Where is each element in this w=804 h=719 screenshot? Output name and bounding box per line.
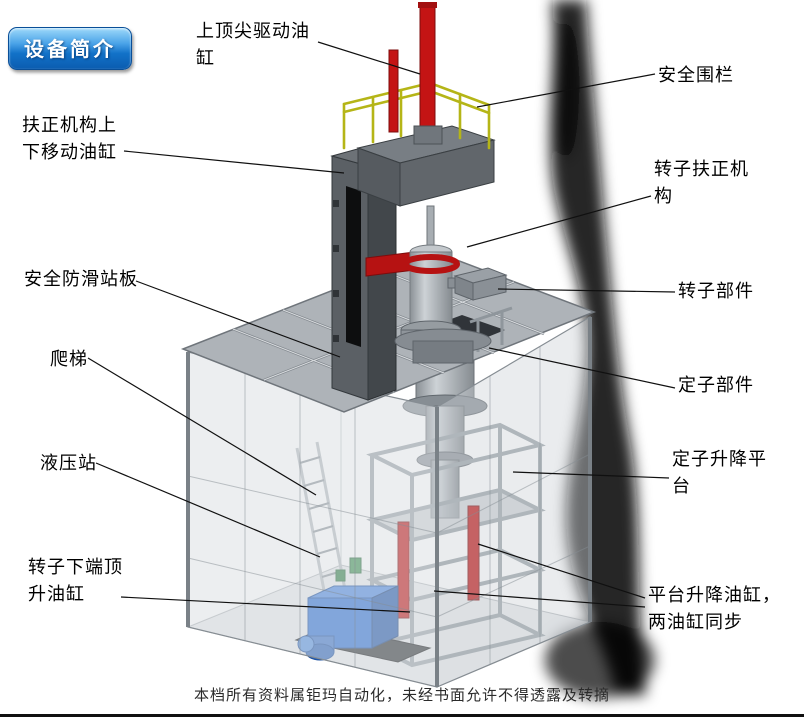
label-rotor-bottom-jack-cyl: 转子下端顶 升油缸 [28, 557, 123, 604]
title-badge-label: 设备简介 [24, 39, 116, 61]
leader-top-drive-cylinder [317, 41, 421, 75]
label-stator-part: 定子部件 [678, 375, 754, 395]
leader-antislip-platform [135, 280, 341, 358]
machine-column [330, 147, 398, 401]
leader-stator-part [488, 347, 676, 389]
leader-safety-fence [476, 73, 656, 108]
label-ladder: 爬梯 [50, 349, 88, 369]
leader-centering-updown [123, 150, 345, 174]
bottom-rule [0, 714, 804, 717]
label-rotor-part: 转子部件 [678, 281, 754, 301]
label-top-drive-cylinder: 上顶尖驱动油 缸 [196, 21, 310, 68]
label-hydraulic-station: 液压站 [40, 453, 97, 473]
footer-watermark: 本档所有资料属钜玛自动化，未经书面允许不得透露及转摘 [193, 688, 610, 704]
label-antislip-platform: 安全防滑站板 [24, 269, 138, 289]
rotor-side-bracket [447, 267, 508, 301]
title-badge: 设备简介 [8, 27, 132, 70]
label-platform-lift-cyl: 平台升降油缸， 两油缸同步 [648, 585, 781, 632]
upper-structure [330, 2, 508, 401]
leader-lines [87, 41, 676, 613]
leader-ladder [87, 357, 317, 496]
rotor-assembly [365, 205, 492, 364]
leader-rotor-centering [466, 195, 652, 248]
label-stator-lift-platform: 定子升降平 台 [672, 449, 767, 496]
label-safety-fence: 安全围栏 [658, 65, 734, 85]
leader-stator-lift-platform [512, 471, 670, 479]
column-slot [346, 186, 361, 347]
leader-platform-lift-2 [433, 590, 646, 608]
leader-rotor-jack-cylinder [120, 596, 411, 613]
top-drive-cylinder-rod [388, 2, 443, 145]
leader-platform-lift-1 [477, 543, 646, 599]
leader-rotor-part [497, 288, 676, 293]
leader-hydraulic-station [95, 462, 321, 558]
label-centering-updown-cyl: 扶正机构上 下移动油缸 [22, 115, 117, 162]
label-rotor-centering-mech: 转子扶正机 构 [654, 159, 749, 206]
